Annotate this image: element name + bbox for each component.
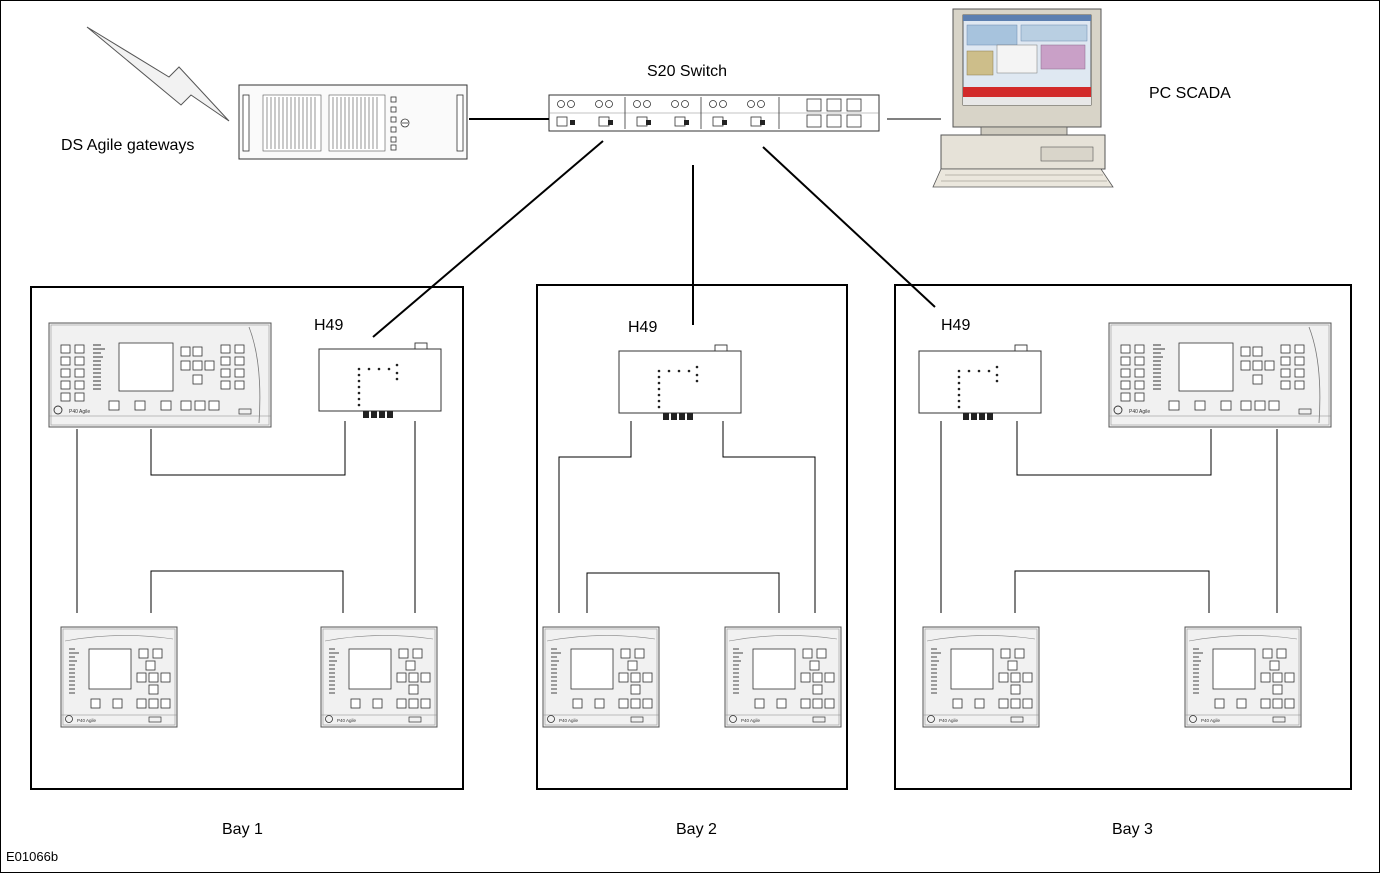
scada-label: PC SCADA <box>1149 85 1231 102</box>
switch-label: S20 Switch <box>647 63 728 80</box>
bay-1-label: Bay 1 <box>222 821 263 838</box>
s20-switch <box>548 94 880 132</box>
bay-2-frame <box>536 284 848 790</box>
bay-1-h49-label: H49 <box>314 317 344 334</box>
gateways-label: DS Agile gateways <box>61 137 195 154</box>
bay-2-h49-label: H49 <box>628 319 658 336</box>
bay-3-relay-left <box>922 626 1040 728</box>
bay-wiring <box>76 421 1278 613</box>
bay-3-relay-right <box>1184 626 1302 728</box>
bay-2-h49-converter <box>618 344 742 421</box>
bay-3-h49-converter <box>918 344 1042 421</box>
wan-lightning-icon <box>86 26 230 122</box>
bay-1-h49-converter <box>318 342 442 419</box>
bay-2-relay-right <box>724 626 842 728</box>
figure-id: E01066b <box>6 849 59 864</box>
bay-2-label: Bay 2 <box>676 821 717 838</box>
gateway-server <box>238 84 468 160</box>
bay-1-main-relay <box>48 322 272 428</box>
bay-1-relay-right <box>320 626 438 728</box>
bay-3-label: Bay 3 <box>1112 821 1153 838</box>
backbone-links <box>372 118 941 338</box>
bay-3-h49-label: H49 <box>941 317 971 334</box>
bay-1-frame <box>30 286 464 790</box>
bay-2-relay-left <box>542 626 660 728</box>
bay-3-main-relay <box>1108 322 1332 428</box>
bay-3-frame <box>894 284 1352 790</box>
bay-1-relay-left <box>60 626 178 728</box>
scada-pc <box>932 8 1114 188</box>
